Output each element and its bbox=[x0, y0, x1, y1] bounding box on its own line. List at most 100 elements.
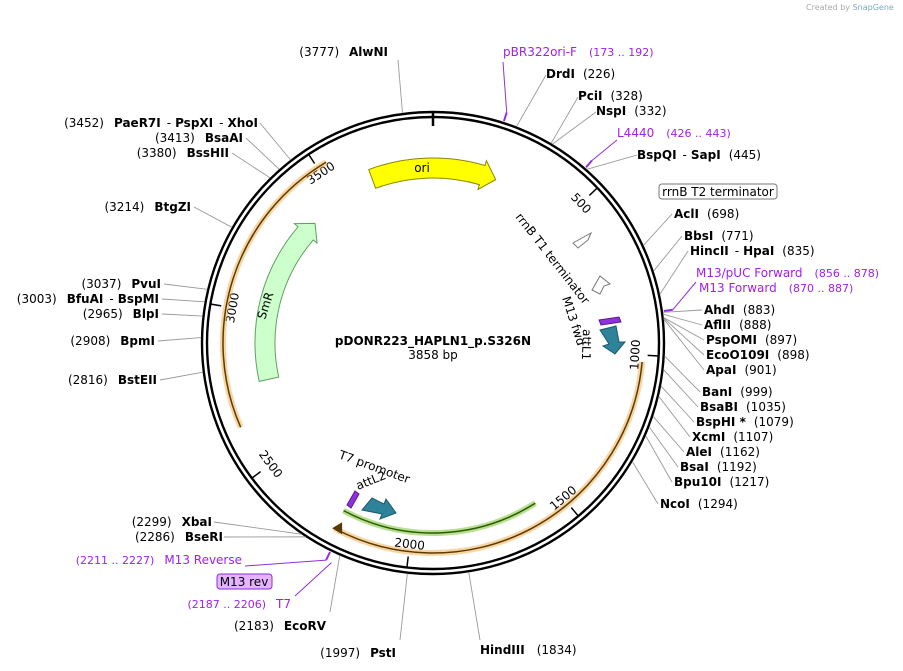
leader-ahdi bbox=[662, 309, 703, 313]
l4440-primer-mark bbox=[585, 159, 593, 168]
orange-arrowhead bbox=[332, 522, 343, 535]
site-bpmi: (2908)BpmI bbox=[70, 334, 155, 348]
leader-drdi bbox=[516, 74, 547, 127]
primer-leader bbox=[591, 139, 618, 161]
leader-blpi bbox=[161, 313, 203, 317]
tick-mark bbox=[251, 470, 262, 479]
ori-label: ori bbox=[414, 161, 430, 175]
leader-bfuai bbox=[161, 298, 205, 303]
site-xbai: (2299)XbaI bbox=[132, 515, 212, 529]
rrnb-t1-label: rrnB T1 terminator bbox=[513, 210, 593, 307]
leader-paer7i bbox=[259, 122, 291, 161]
plasmid-name: pDONR223_HAPLN1_p.S326N bbox=[335, 334, 531, 349]
site-bpu10i: Bpu10I(1217) bbox=[674, 475, 769, 489]
site-nspi: NspI(332) bbox=[596, 104, 667, 118]
leader-bpu10i bbox=[645, 435, 673, 483]
feature-arrows bbox=[220, 112, 673, 561]
leader-hindiii bbox=[468, 572, 481, 641]
tick-mark bbox=[307, 153, 316, 164]
rrnb-t1-arrow bbox=[591, 275, 612, 295]
tick-mark bbox=[570, 507, 579, 517]
leader-psti bbox=[399, 573, 408, 641]
rrnb-t2-arrow bbox=[572, 231, 593, 249]
leader-ecorv bbox=[329, 555, 341, 613]
m13-rev-label: M13 rev bbox=[220, 575, 269, 589]
leader-bpmi bbox=[157, 337, 202, 342]
t7-promoter-arrow bbox=[346, 490, 360, 509]
primer-leader bbox=[294, 562, 332, 597]
m13-fwd-arrow bbox=[598, 316, 622, 326]
left-orange-arc bbox=[222, 161, 327, 428]
leader-bsteii bbox=[159, 371, 203, 381]
primer-t7: (2187 .. 2206)T7 bbox=[187, 597, 291, 611]
site-ecorv: (2183)EcoRV bbox=[234, 619, 327, 633]
rrnb-t2-label: rrnB T2 terminator bbox=[662, 185, 774, 199]
smr-arrow bbox=[254, 222, 318, 382]
right-orange-arc bbox=[333, 361, 643, 554]
pbr322-primer-mark bbox=[503, 112, 508, 122]
tick-label: 1000 bbox=[627, 339, 643, 370]
primer-m13fwd: M13 Forward(870 .. 887) bbox=[699, 281, 853, 295]
site-bsabi: BsaBI(1035) bbox=[700, 400, 786, 414]
site-bsphi: BspHI *(1079) bbox=[696, 415, 794, 429]
leader-btgzi bbox=[193, 206, 233, 228]
tick-mark bbox=[588, 187, 598, 196]
primer-m13puc: M13/pUC Forward(856 .. 878) bbox=[696, 266, 879, 280]
leader-hincii bbox=[659, 250, 689, 295]
site-pcii: PciI(328) bbox=[578, 89, 643, 103]
leader-alei bbox=[652, 416, 685, 453]
primer-leader bbox=[244, 559, 327, 567]
credit-text: Created by SnapGene bbox=[806, 3, 894, 12]
site-ahdi: AhdI(883) bbox=[704, 303, 775, 317]
site-bani: BanI(999) bbox=[702, 385, 773, 399]
leader-xcmi bbox=[658, 396, 691, 438]
primer-pbr322ori: pBR322ori-F(173 .. 192) bbox=[503, 45, 654, 59]
m13-rev-box: M13 rev bbox=[216, 573, 273, 590]
tick-label: 2000 bbox=[394, 535, 426, 552]
ori-arrow bbox=[368, 157, 497, 191]
primer-leader bbox=[502, 61, 508, 113]
site-btgzi: (3214)BtgZI bbox=[104, 200, 191, 214]
site-hindiii: HindIII(1834) bbox=[480, 643, 577, 657]
site-bsteii: (2816)BstEII bbox=[68, 373, 157, 387]
tick-mark bbox=[210, 303, 222, 307]
green-arc bbox=[343, 502, 536, 534]
leader-bspqi bbox=[586, 154, 638, 170]
rrnb-t2-box: rrnB T2 terminator bbox=[658, 183, 778, 200]
tick-mark bbox=[406, 556, 409, 568]
leader-bsabi bbox=[663, 369, 699, 408]
plasmid-size: 3858 bp bbox=[408, 348, 458, 362]
site-psti: (1997)PstI bbox=[320, 646, 396, 660]
leader-bbsi bbox=[653, 235, 683, 272]
primer-leader bbox=[672, 281, 697, 311]
primer-l4440: L4440(426 .. 443) bbox=[617, 126, 731, 140]
site-aflii: AflII(888) bbox=[704, 318, 771, 332]
leader-ncoi bbox=[632, 461, 659, 505]
leader-xbai bbox=[213, 521, 302, 535]
site-eco0109i: EcoO109I(898) bbox=[706, 348, 810, 362]
site-pspomi: PspOMI(897) bbox=[706, 333, 797, 347]
leader-pspomi bbox=[663, 317, 705, 341]
site-bfuai: (3003)BfuAI-BspMI bbox=[17, 292, 159, 306]
site-apai: ApaI(901) bbox=[706, 363, 777, 377]
leader-aflii bbox=[663, 313, 703, 326]
site-drdi: DrdI(226) bbox=[546, 67, 615, 81]
site-pvui: (3037)PvuI bbox=[81, 277, 161, 291]
attl1-arrow bbox=[599, 325, 627, 355]
site-ncoi: NcoI(1294) bbox=[660, 497, 738, 511]
leader-bsshii bbox=[231, 152, 271, 179]
m13rev-primer-mark bbox=[325, 551, 331, 561]
leader-bsai bbox=[648, 426, 679, 468]
attl2-arrow bbox=[361, 497, 397, 520]
site-blpi: (2965)BlpI bbox=[83, 307, 159, 321]
leader-bsphi bbox=[660, 385, 695, 423]
leader-bani bbox=[664, 355, 701, 393]
tick-label: 2500 bbox=[256, 448, 285, 481]
site-bsai: BsaI(1192) bbox=[680, 460, 757, 474]
site-bsshii: (3380)BssHII bbox=[137, 146, 229, 160]
leader-bsaai bbox=[245, 137, 280, 170]
leader-acli bbox=[643, 213, 673, 246]
tick-mark bbox=[647, 354, 659, 357]
site-alwni: (3777) AlwNI bbox=[299, 45, 388, 59]
